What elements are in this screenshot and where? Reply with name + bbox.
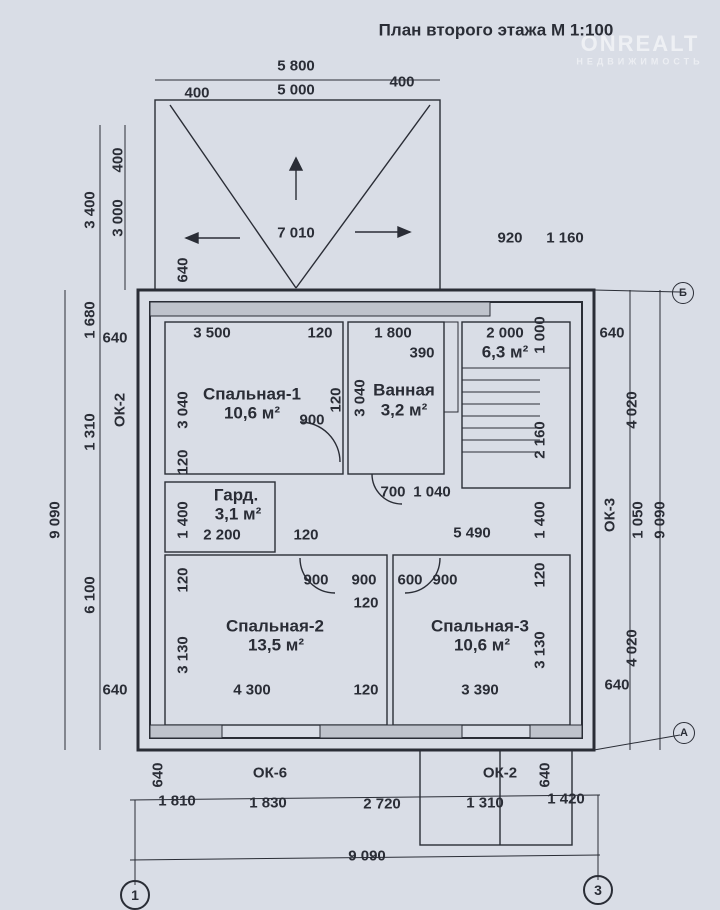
dim-label: 1 680 (81, 301, 99, 339)
axis-marker-a: А (673, 722, 695, 744)
dim-label: 120 (293, 526, 319, 544)
watermark-subtitle: НЕДВИЖИМОСТЬ (576, 56, 704, 67)
room-area: 3,2 м² (380, 400, 428, 420)
room-name: Ванная (373, 380, 435, 400)
dim-label: 3 130 (531, 631, 549, 669)
dim-label: 900 (351, 571, 377, 589)
dim-label: 1 310 (81, 413, 99, 451)
dim-label: 640 (604, 676, 630, 694)
dim-label: 640 (102, 329, 128, 347)
dim-label: 1 400 (174, 501, 192, 539)
dim-label: 1 050 (629, 501, 647, 539)
axis-marker-3: 3 (583, 875, 613, 905)
dim-label: 1 800 (374, 324, 412, 342)
dim-label: 2 200 (203, 526, 241, 544)
dim-label: 400 (389, 73, 415, 91)
plan-title: План второго этажа М 1:100 (378, 20, 614, 40)
dim-label: 120 (174, 449, 192, 475)
dim-label: 640 (102, 681, 128, 699)
room-area: 10,6 м² (453, 635, 511, 655)
dim-label: 700 (380, 483, 406, 501)
dim-label: 400 (109, 147, 127, 173)
dim-label: 120 (531, 562, 549, 588)
watermark-logo: ONREALT (580, 31, 700, 56)
dim-label: 5 490 (453, 524, 491, 542)
dim-label: 120 (307, 324, 333, 342)
dim-label: 120 (353, 594, 379, 612)
dim-label: 2 720 (363, 795, 401, 813)
dim-label: 4 300 (233, 681, 271, 699)
dim-label: 640 (174, 257, 192, 283)
dim-label: 600 (397, 571, 423, 589)
dim-label: 400 (184, 84, 210, 102)
dim-label: 900 (432, 571, 458, 589)
dim-label: 1 310 (466, 794, 504, 812)
dim-label: 640 (536, 762, 554, 788)
dim-label: 640 (599, 324, 625, 342)
dim-label: 1 000 (531, 316, 549, 354)
room-area-stair: 6,3 м² (481, 342, 529, 362)
dim-label: 3 400 (81, 191, 99, 229)
dim-label: 1 040 (413, 483, 451, 501)
dim-label: 3 390 (461, 681, 499, 699)
room-name: Спальная-3 (430, 616, 530, 636)
dim-label: 7 010 (277, 224, 315, 242)
dim-label: 3 500 (193, 324, 231, 342)
dim-label: 120 (353, 681, 379, 699)
dim-label: 9 090 (46, 501, 64, 539)
window-label-bottom-left: ОК-6 (252, 764, 288, 782)
dim-label: 2 160 (531, 421, 549, 459)
dim-label: 9 090 (348, 847, 386, 865)
dim-label: 120 (327, 387, 345, 413)
window-label-right: ОК-3 (601, 497, 619, 533)
dim-label: 2 000 (486, 324, 524, 342)
dim-label: 1 160 (546, 229, 584, 247)
dim-label: 3 000 (109, 199, 127, 237)
dim-label: 3 040 (174, 391, 192, 429)
dim-label: 5 000 (277, 81, 315, 99)
room-area: 13,5 м² (247, 635, 305, 655)
room-name: Гард. (213, 485, 259, 505)
window-label-left: ОК-2 (111, 392, 129, 428)
dim-label: 390 (409, 344, 435, 362)
dim-label: 4 020 (623, 391, 641, 429)
window-label-bottom-right: ОК-2 (482, 764, 518, 782)
dim-label: 920 (497, 229, 523, 247)
room-area: 3,1 м² (214, 504, 262, 524)
dim-label: 5 800 (277, 57, 315, 75)
dim-label: 120 (174, 567, 192, 593)
dim-label: 3 130 (174, 636, 192, 674)
dim-label: 4 020 (623, 629, 641, 667)
dim-label: 1 830 (249, 794, 287, 812)
room-name: Спальная-1 (202, 384, 302, 404)
axis-marker-b: Б (672, 282, 694, 304)
room-name: Спальная-2 (225, 616, 325, 636)
room-area: 10,6 м² (223, 403, 281, 423)
dim-label: 9 090 (651, 501, 669, 539)
dim-label: 640 (149, 762, 167, 788)
dim-label: 900 (299, 411, 325, 429)
dim-label: 1 400 (531, 501, 549, 539)
axis-marker-1: 1 (120, 880, 150, 910)
dim-label: 1 420 (547, 790, 585, 808)
dim-label: 900 (303, 571, 329, 589)
dim-label: 6 100 (81, 576, 99, 614)
dim-label: 3 040 (351, 379, 369, 417)
dim-label: 1 810 (158, 792, 196, 810)
